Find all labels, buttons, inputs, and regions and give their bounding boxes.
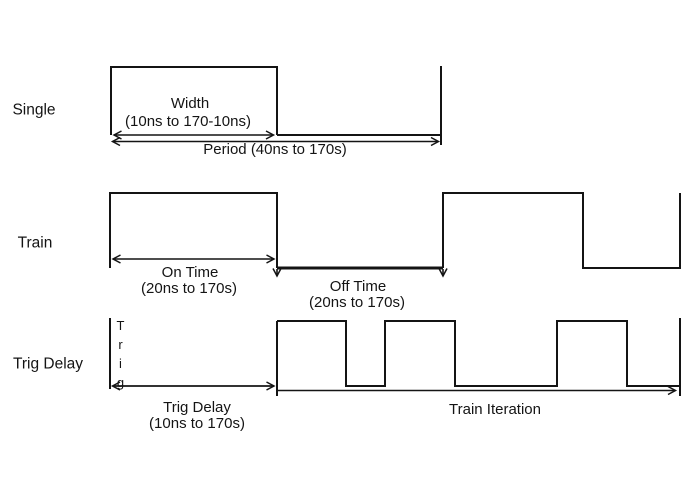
period-label: Period (40ns to 170s) bbox=[203, 140, 347, 158]
trig-delay-range-label: (10ns to 170s) bbox=[149, 414, 245, 432]
row-label-train: Train bbox=[17, 234, 53, 252]
single-pulse bbox=[110, 66, 278, 135]
trig-delay-label: Trig Delay bbox=[163, 398, 231, 416]
on-time-label: On Time bbox=[161, 263, 219, 281]
train-pulse-1 bbox=[109, 192, 278, 268]
trig-delay-waveform-group bbox=[109, 318, 681, 396]
train-waveform-group bbox=[109, 192, 681, 278]
width-label: Width bbox=[170, 94, 210, 112]
on-time-range-label: (20ns to 170s) bbox=[141, 279, 237, 297]
trig-vertical-label: Trig bbox=[113, 318, 128, 394]
trig-delay-pulse-train bbox=[277, 320, 680, 387]
width-range-label: (10ns to 170-10ns) bbox=[125, 112, 251, 130]
row-label-single: Single bbox=[12, 101, 56, 119]
train-iteration-label: Train Iteration bbox=[449, 400, 541, 418]
off-time-label: Off Time bbox=[329, 277, 387, 295]
train-pulse-2 bbox=[442, 192, 681, 269]
row-label-trig-delay: Trig Delay bbox=[12, 355, 84, 373]
single-waveform-group bbox=[110, 66, 442, 147]
off-time-range-label: (20ns to 170s) bbox=[309, 293, 405, 311]
